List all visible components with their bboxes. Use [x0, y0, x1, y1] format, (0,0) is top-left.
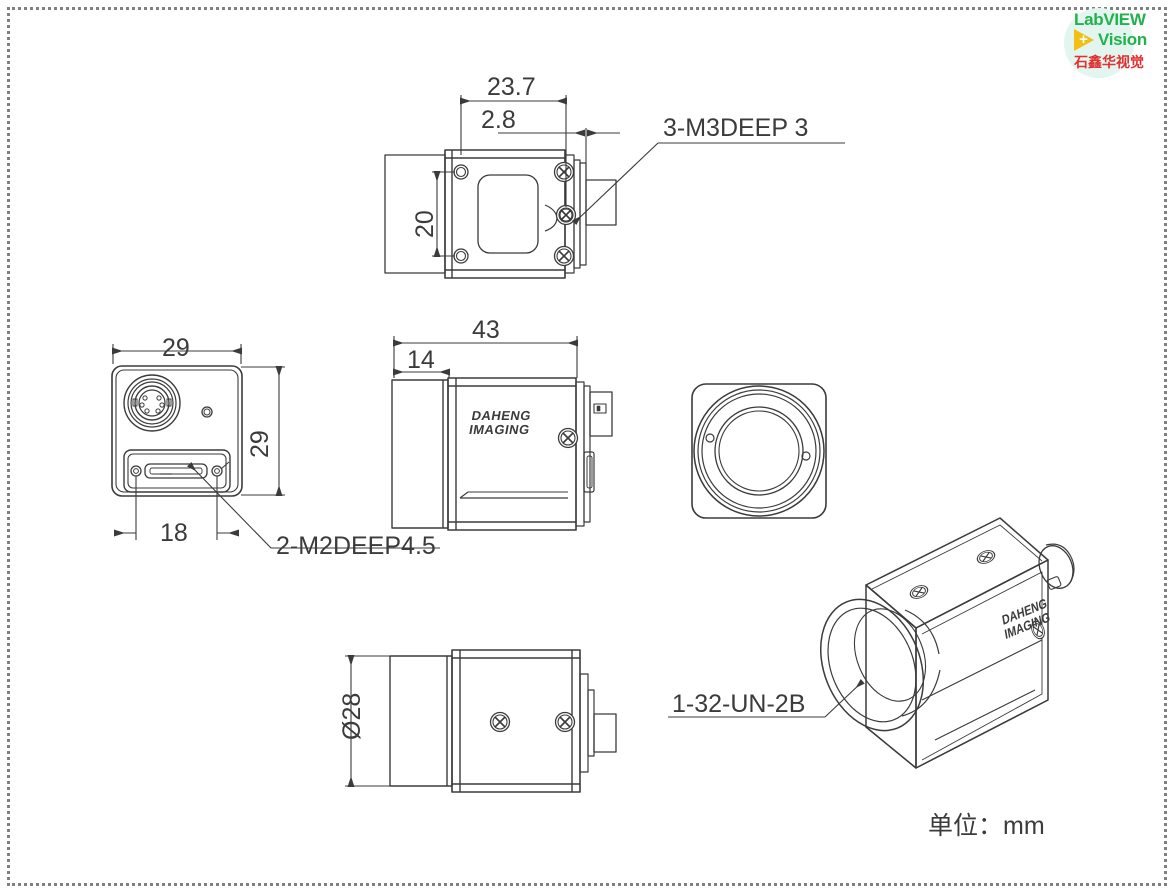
logo-chinese-text: 石鑫华视觉	[1074, 54, 1144, 70]
svg-text:IMAGING: IMAGING	[468, 422, 531, 437]
dimension-23-7: 23.7	[487, 73, 536, 101]
dimension-2-8: 2.8	[481, 106, 516, 134]
callout-m2-leader	[187, 461, 440, 549]
dimension-29-height: 29	[246, 430, 274, 458]
top-view-geometry	[384, 149, 617, 279]
callout-cmount-leader	[668, 679, 865, 718]
dimension-29-width: 29	[162, 334, 190, 362]
rear-view-geometry	[111, 365, 243, 497]
dimension-18: 18	[160, 519, 188, 547]
logo-vision-text: Vision	[1098, 30, 1147, 49]
bottom-view-geometry	[389, 649, 617, 793]
callout-3-m3-deep-3: 3-M3DEEP 3	[663, 114, 809, 142]
front-view-geometry	[691, 383, 827, 519]
rear-view-dimension-lines	[111, 344, 285, 540]
play-triangle-icon	[1074, 29, 1094, 51]
plus-icon: +	[1079, 31, 1088, 48]
side-view-dimension-lines	[392, 336, 579, 378]
dimension-diameter-28: Ø28	[338, 692, 366, 740]
callout-1-32-un-2b: 1-32-UN-2B	[672, 690, 806, 718]
side-view-geometry	[391, 377, 613, 531]
top-view-dimension-lines	[432, 95, 620, 258]
isometric-view-geometry	[819, 517, 1075, 769]
logo-labview-text: LabVIEW	[1074, 10, 1146, 29]
labview-vision-logo: LabVIEW + Vision 石鑫华视觉	[1052, 6, 1174, 80]
side-view-brand-text: DAHENG IMAGING	[468, 408, 532, 437]
dimension-14: 14	[407, 346, 435, 374]
dimension-20: 20	[411, 210, 439, 238]
dimension-43: 43	[472, 316, 500, 344]
svg-text:DAHENG: DAHENG	[470, 408, 532, 423]
callout-2-m2-deep-4-5: 2-M2DEEP4.5	[276, 532, 436, 560]
unit-note: 单位：mm	[928, 812, 1045, 840]
callout-m3-leader	[572, 142, 845, 225]
bottom-view-dimension-lines	[345, 654, 390, 788]
